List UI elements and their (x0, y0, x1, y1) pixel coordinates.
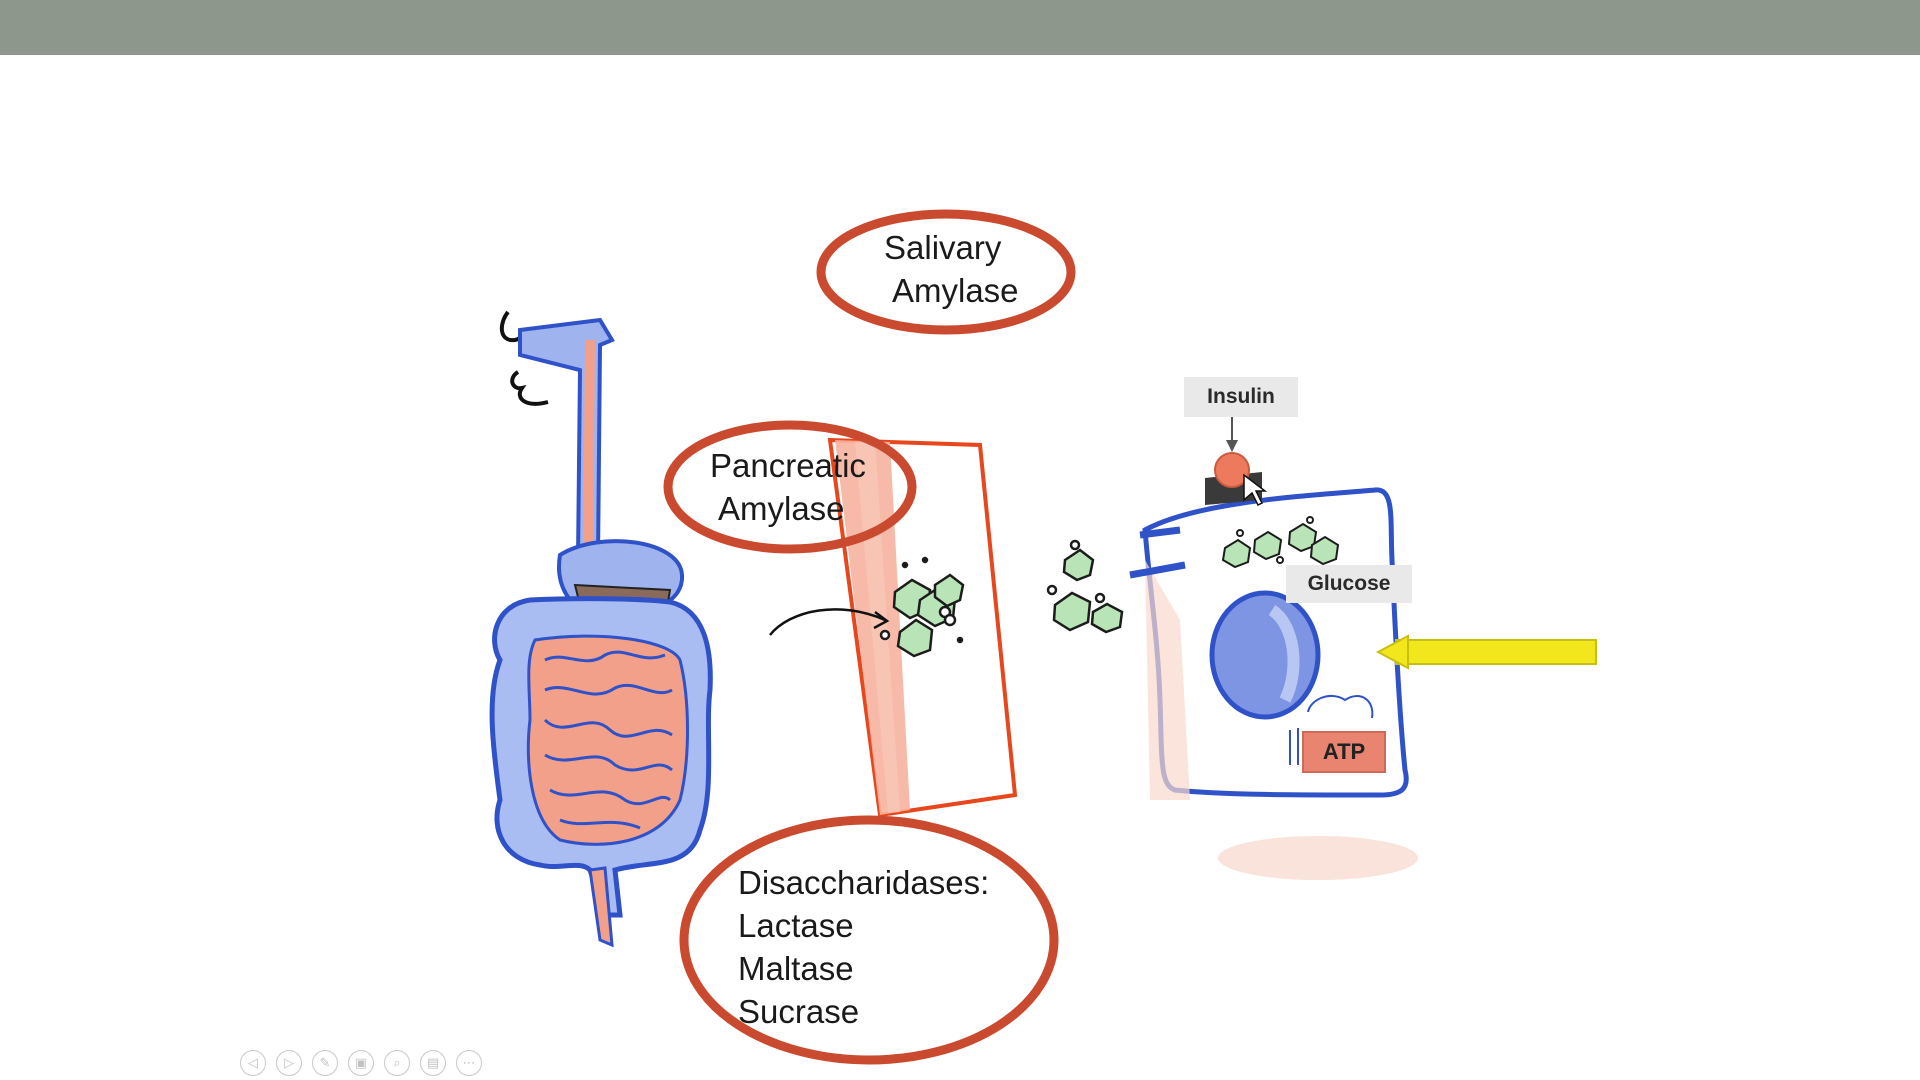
more-button[interactable]: ⋯ (456, 1050, 482, 1076)
salivary-line-1: Salivary (884, 226, 1019, 269)
cell-illustration (1130, 408, 1418, 880)
slides-button[interactable]: ▣ (348, 1050, 374, 1076)
insulin-label: Insulin (1184, 377, 1298, 417)
pen-button[interactable]: ✎ (312, 1050, 338, 1076)
previous-button[interactable]: ◁ (240, 1050, 266, 1076)
digestive-tract-illustration (492, 312, 710, 945)
disaccharidase-lactase: Lactase (738, 904, 989, 947)
glucose-label: Glucose (1286, 565, 1412, 603)
disaccharidases-text: Disaccharidases: Lactase Maltase Sucrase (738, 861, 989, 1033)
disaccharidase-maltase: Maltase (738, 947, 989, 990)
zoom-button[interactable]: ⌕ (384, 1050, 410, 1076)
disaccharidase-sucrase: Sucrase (738, 990, 989, 1033)
atp-label: ATP (1302, 731, 1386, 773)
glucose-molecules-absorbed (1048, 541, 1122, 632)
disaccharidases-heading: Disaccharidases: (738, 861, 989, 904)
pancreatic-line-1: Pancreatic (710, 444, 866, 487)
pancreatic-line-2: Amylase (718, 487, 866, 530)
highlight-arrow (1378, 636, 1596, 668)
screen-button[interactable]: ▤ (420, 1050, 446, 1076)
next-button[interactable]: ▷ (276, 1050, 302, 1076)
salivary-line-2: Amylase (892, 269, 1019, 312)
presenter-controls: ◁ ▷ ✎ ▣ ⌕ ▤ ⋯ (240, 1050, 482, 1078)
pancreatic-amylase-text: Pancreatic Amylase (710, 444, 866, 530)
salivary-amylase-text: Salivary Amylase (884, 226, 1019, 312)
